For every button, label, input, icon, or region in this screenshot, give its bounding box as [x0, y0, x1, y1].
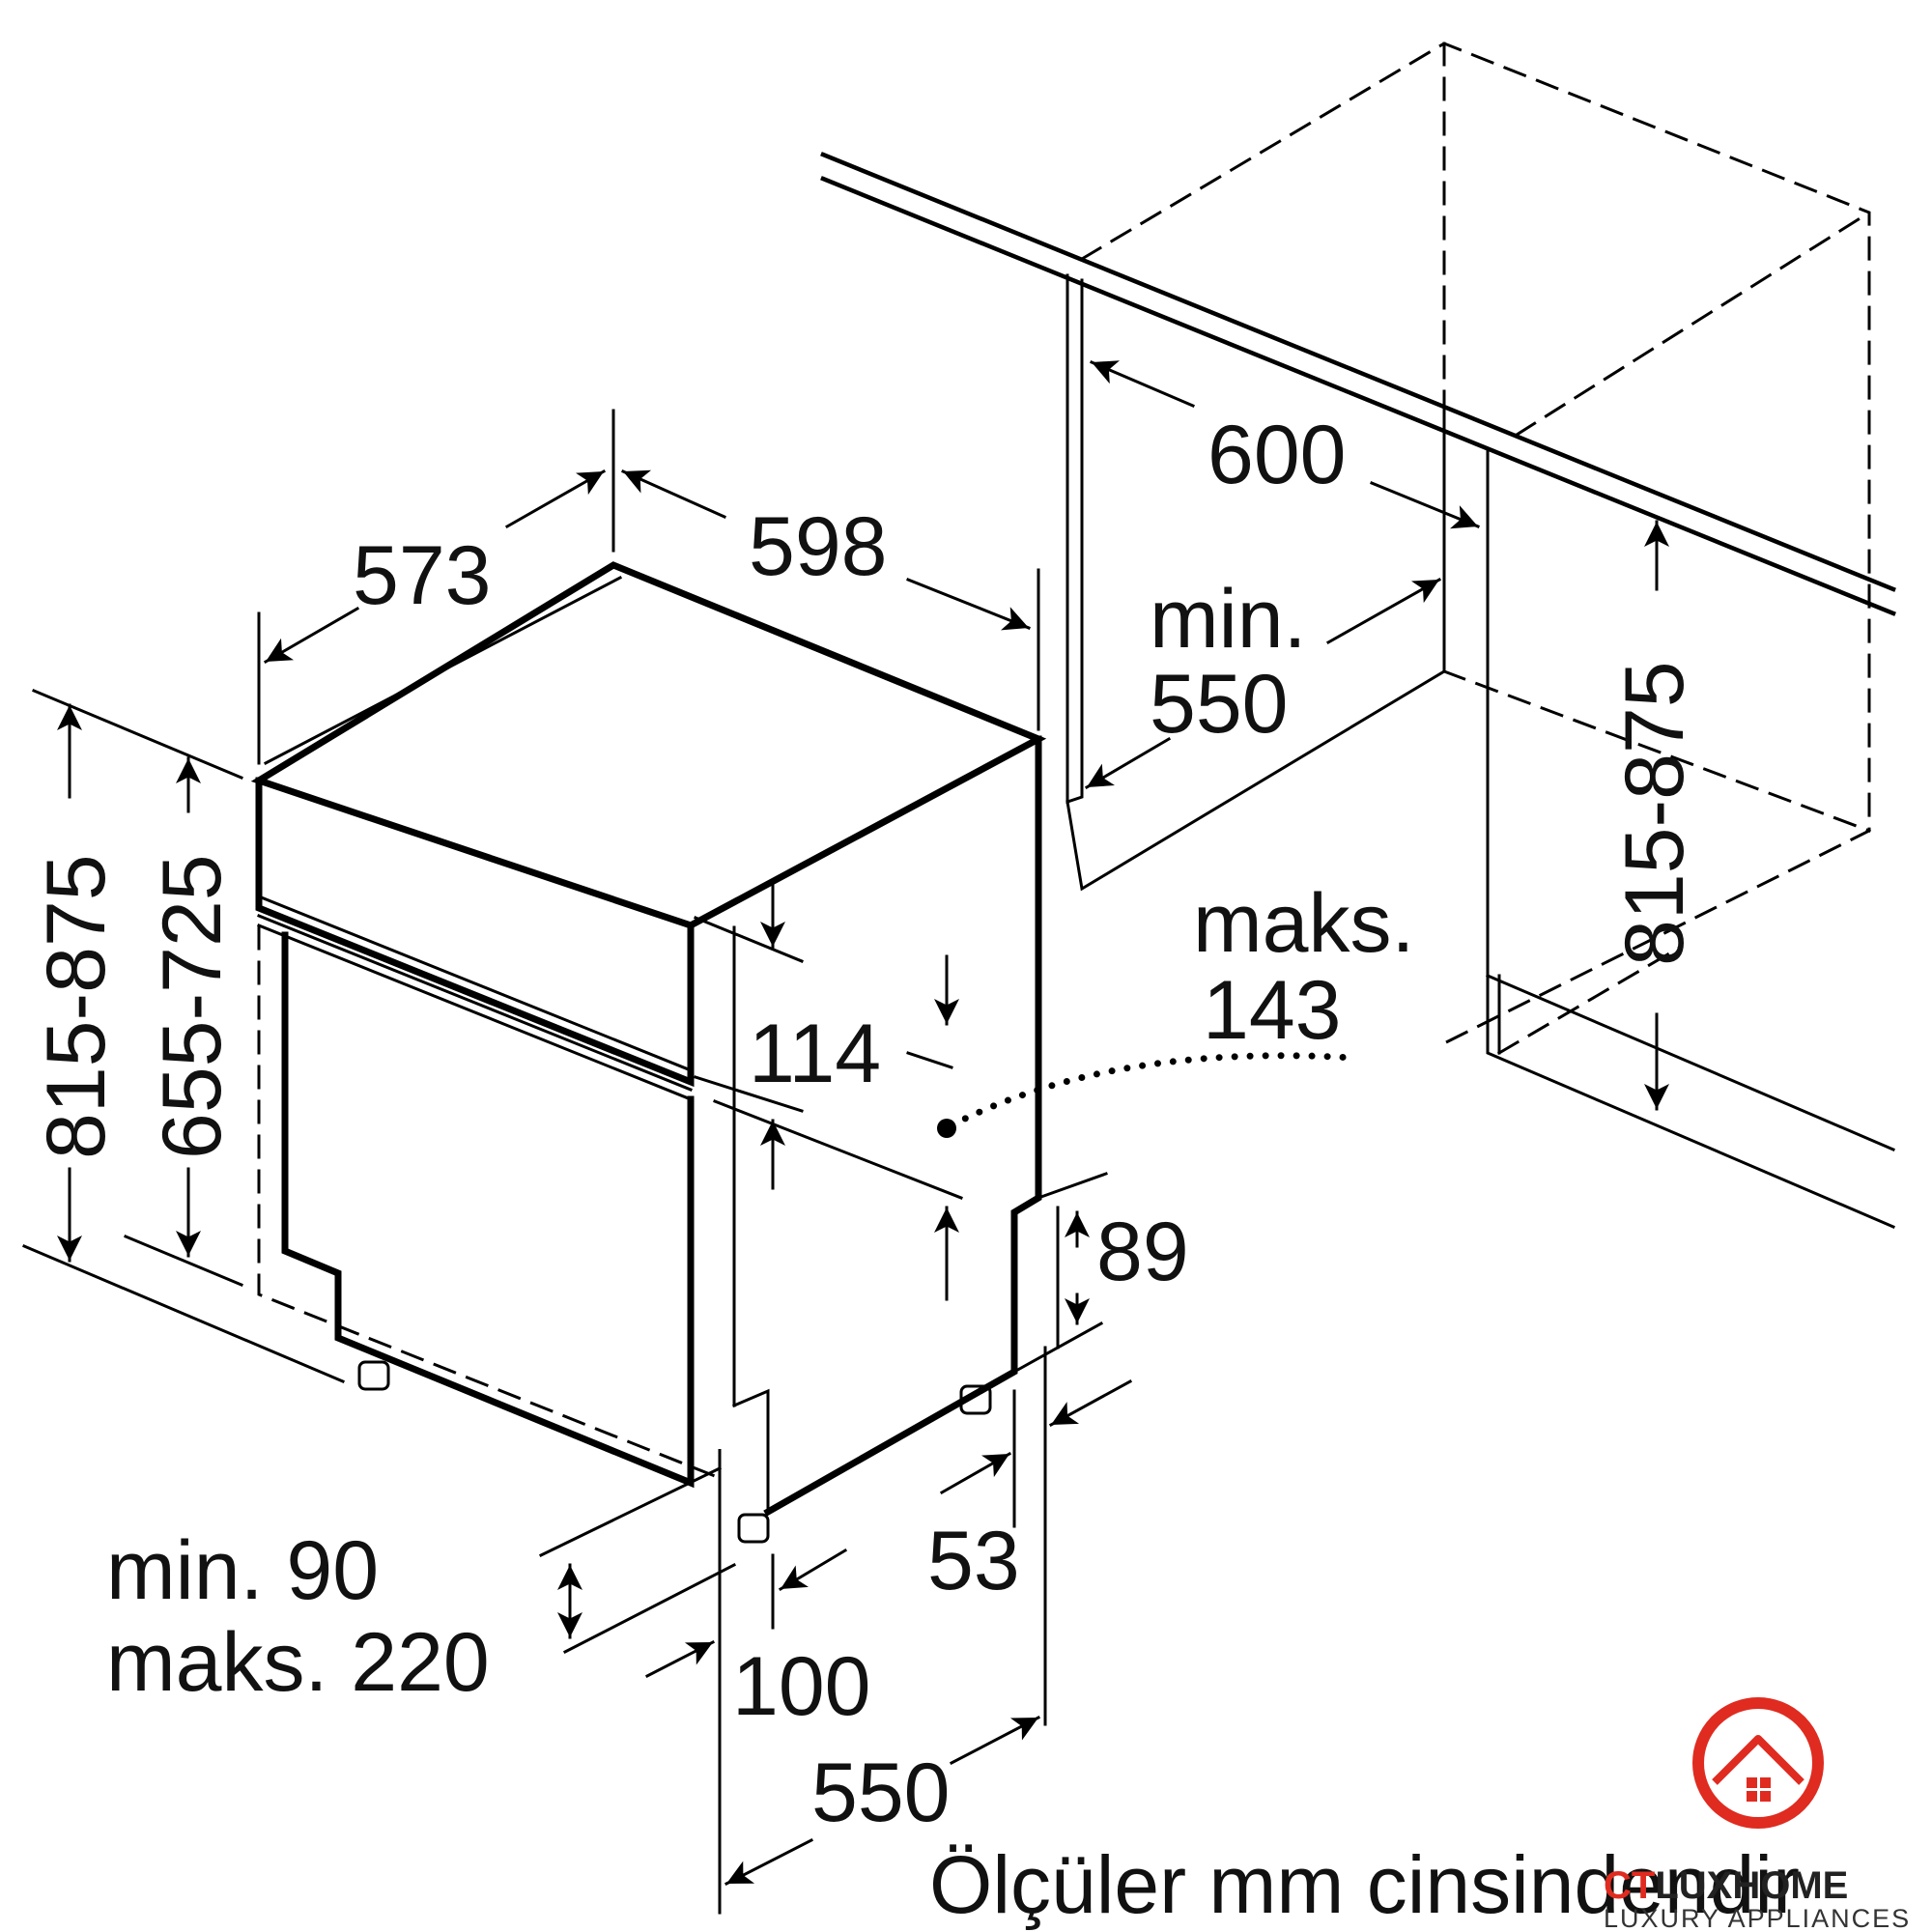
arrow-573-b	[504, 469, 607, 529]
dishwasher-body	[250, 561, 1047, 1544]
arrow-53-b	[1048, 1378, 1133, 1428]
ext-height-top	[32, 689, 243, 780]
ext-89-top	[1037, 1172, 1108, 1200]
ext-220-top	[538, 1465, 723, 1558]
right-side-panel	[1486, 447, 1895, 1229]
foot-front	[737, 1513, 770, 1544]
ext-114-top	[694, 916, 804, 963]
ext-114-mid	[694, 1075, 804, 1113]
cabinet-dashed-floor	[1442, 669, 1871, 833]
panel-stripe-1	[257, 895, 693, 1072]
label-maks-143: 143	[1203, 964, 1342, 1057]
ext-door-bottom	[124, 1235, 243, 1287]
arrow-100-b	[778, 1548, 848, 1592]
label-plinth-max-220: maks. 220	[106, 1616, 490, 1709]
arrow-600-b	[1370, 481, 1480, 529]
label-niche-height: 815-875	[1608, 661, 1701, 966]
label-plinth-89: 89	[1096, 1206, 1189, 1298]
label-height-door: 655-725	[146, 854, 239, 1159]
label-niche-depth-550: 550	[1150, 658, 1289, 751]
control-panel-front	[255, 777, 695, 1088]
dimension-labels: 573 598 600 min. 550 maks. 143 114 89 53…	[30, 409, 1701, 1839]
panel-stripe-2	[257, 914, 693, 1092]
arrow-573-a	[263, 606, 360, 665]
arrow-598-a	[621, 469, 726, 519]
arrow-53-a	[939, 1451, 1012, 1495]
appliance-top-inner-edge	[263, 575, 623, 766]
cabinet-dashed-diagonal	[1514, 210, 1872, 438]
arrow-100-a	[644, 1639, 716, 1679]
label-recess-53: 53	[927, 1515, 1020, 1607]
caption-units: Ölçüler mm cinsindendir	[929, 1839, 1800, 1930]
arrow-598-b	[906, 578, 1031, 631]
label-width-598: 598	[749, 500, 888, 593]
arrow-550-niche-a	[1325, 577, 1442, 645]
label-niche-width-600: 600	[1208, 409, 1347, 501]
left-side-panel	[1065, 273, 1084, 805]
ext-220-bottom	[562, 1562, 737, 1655]
brand-tagline: LUXURY APPLIANCES	[1604, 1904, 1911, 1932]
brand-name-part1: CT	[1604, 1864, 1655, 1907]
label-base-depth-550: 550	[811, 1747, 951, 1839]
door-dashed-panel	[257, 925, 722, 1481]
arrow-550-niche-b	[1084, 736, 1172, 790]
label-maks: maks.	[1193, 877, 1414, 970]
right-panel-dashed-base	[1496, 944, 1684, 1056]
side-plinth-corner	[732, 1388, 770, 1514]
dimension-lines	[22, 360, 1669, 1915]
appliance-side-face	[763, 735, 1042, 1517]
left-side-panel-base	[1065, 413, 1446, 892]
label-foot-offset-100: 100	[732, 1640, 871, 1733]
ext-height-bottom	[22, 1244, 345, 1383]
countertop-bottom-edge	[820, 176, 1896, 616]
door-front-outline	[281, 931, 695, 1489]
brand-watermark: CTLUXHOME LUXURY APPLIANCES	[1604, 1697, 1911, 1932]
foot-right	[959, 1384, 992, 1415]
brand-name: CTLUXHOME	[1604, 1864, 1848, 1907]
label-plinth-min-90: min. 90	[106, 1524, 379, 1617]
dot-143	[937, 1119, 956, 1138]
arrow-550-base-a	[724, 1837, 814, 1887]
panel-stripe-3	[257, 923, 693, 1101]
arrow-550-base-b	[949, 1715, 1041, 1766]
brand-logo-icon	[1692, 1697, 1824, 1829]
label-height-total: 815-875	[30, 854, 123, 1159]
ext-114-bottom	[713, 1099, 963, 1200]
niche-cabinet	[820, 42, 1896, 1229]
tick-114	[906, 1051, 953, 1069]
right-panel-floor-line	[1486, 974, 1895, 1151]
cabinet-dashed-outline	[1079, 42, 1871, 1046]
label-panel-114: 114	[749, 1008, 881, 1100]
label-niche-min: min.	[1150, 573, 1306, 666]
countertop-top-edge	[820, 152, 1896, 592]
brand-name-part2: LUXHOME	[1655, 1864, 1848, 1907]
arrow-600-a	[1090, 360, 1195, 408]
dotted-143	[948, 1052, 1356, 1129]
label-depth-573: 573	[353, 529, 492, 622]
foot-left	[357, 1360, 390, 1391]
